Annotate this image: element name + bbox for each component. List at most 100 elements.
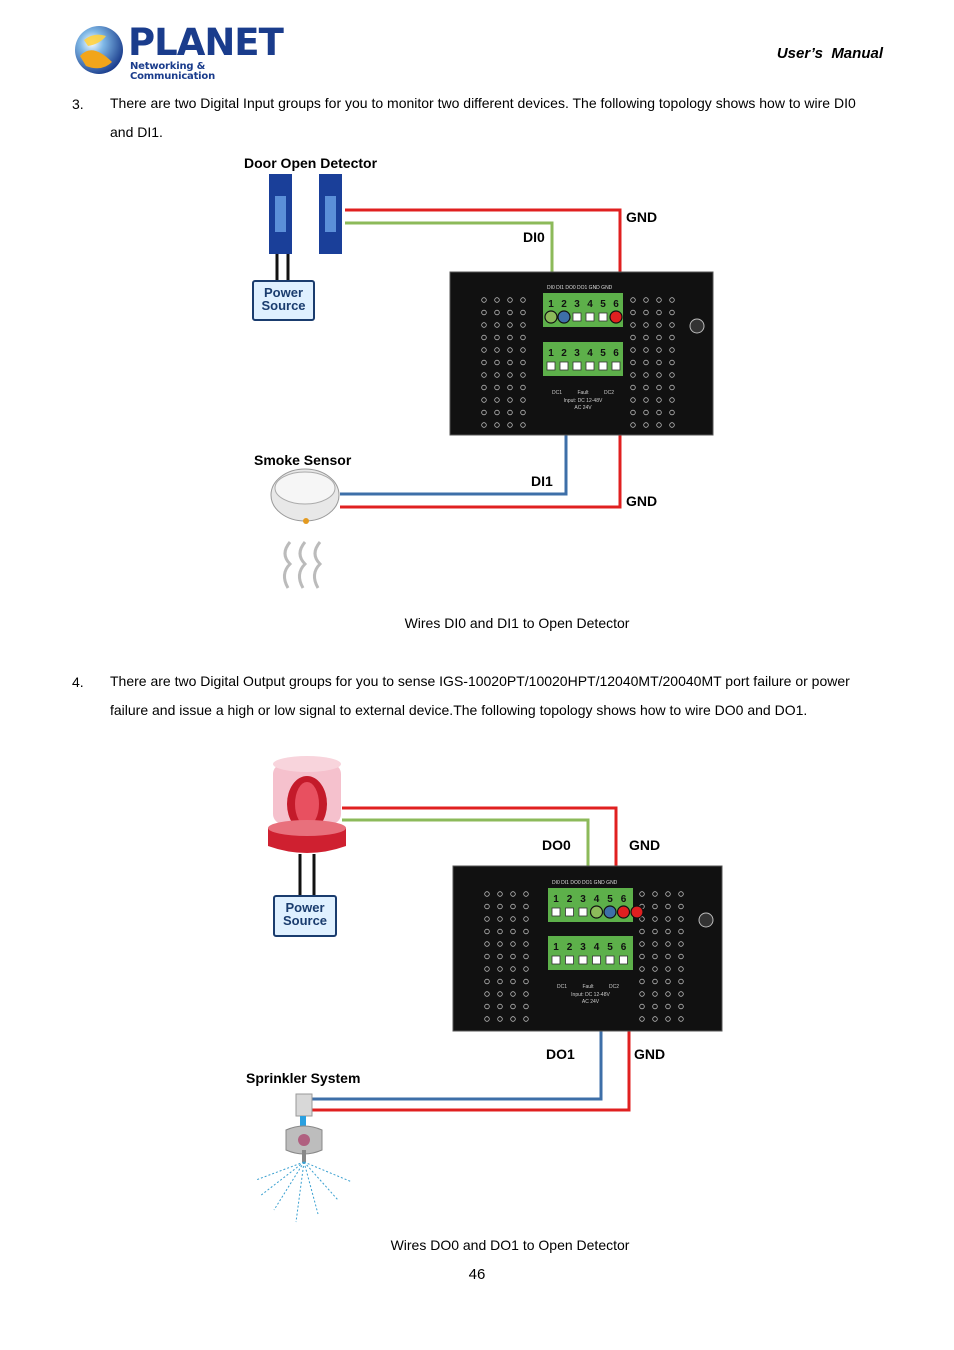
- pin-socket: [546, 361, 556, 371]
- vent-hole: [497, 928, 503, 935]
- vent-hole: [484, 1016, 490, 1022]
- vent-hole: [523, 941, 529, 947]
- vent-hole: [520, 347, 526, 353]
- pin-number: 1: [553, 894, 559, 905]
- vent-hole: [669, 397, 675, 403]
- vent-hole: [523, 928, 529, 935]
- vent-hole: [665, 903, 671, 910]
- item-text-line: failure and issue a high or low signal t…: [110, 702, 808, 718]
- wire-terminal-dot: [557, 310, 571, 324]
- vent-hole: [481, 359, 487, 366]
- vent-hole: [678, 1016, 684, 1022]
- brand-name: PLANET: [128, 21, 284, 64]
- vent-hole: [481, 422, 487, 428]
- wire-terminal-dot: [544, 310, 558, 324]
- vent-hole: [669, 359, 675, 366]
- item-text-line: There are two Digital Output groups for …: [110, 673, 850, 689]
- wire-terminal-dot: [603, 905, 617, 919]
- terminal-block: [543, 342, 623, 376]
- vent-hole: [484, 941, 490, 947]
- vent-hole: [669, 372, 675, 378]
- vent-hole: [639, 1003, 645, 1010]
- vent-hole: [652, 978, 658, 985]
- vent-hole: [665, 916, 671, 922]
- vent-hole: [497, 941, 503, 947]
- vent-hole: [494, 297, 500, 303]
- vent-hole: [494, 384, 500, 391]
- vent-hole: [665, 928, 671, 935]
- vent-hole: [678, 966, 684, 972]
- vent-hole: [652, 1016, 658, 1022]
- vent-hole: [497, 991, 503, 997]
- ac-rating-text: AC 24V: [582, 999, 600, 1005]
- power-label: Power: [263, 285, 303, 300]
- vent-hole: [510, 966, 516, 972]
- vent-hole: [507, 347, 513, 353]
- vent-hole: [520, 309, 526, 316]
- vent-hole: [520, 372, 526, 378]
- pin-socket: [605, 955, 615, 965]
- vent-hole: [481, 384, 487, 391]
- vent-hole: [523, 903, 529, 910]
- vent-hole: [523, 953, 529, 960]
- wire-label-di0: DI0: [523, 229, 545, 245]
- vent-hole: [497, 903, 503, 910]
- vent-hole: [507, 359, 513, 366]
- vent-hole: [656, 309, 662, 316]
- vent-hole: [481, 347, 487, 353]
- vent-hole: [656, 359, 662, 366]
- vent-hole: [656, 334, 662, 341]
- vent-hole: [494, 334, 500, 341]
- vent-hole: [678, 978, 684, 985]
- vent-hole: [507, 309, 513, 316]
- vent-hole: [520, 397, 526, 403]
- vent-hole: [656, 397, 662, 403]
- input-rating-text: Input: DC 12-48V: [571, 992, 610, 998]
- pin-socket: [578, 955, 588, 965]
- vent-hole: [523, 1016, 529, 1022]
- pin-number: 4: [587, 348, 593, 359]
- vent-hole: [481, 309, 487, 316]
- vent-hole: [497, 1003, 503, 1010]
- vent-hole: [510, 928, 516, 935]
- vent-hole: [643, 384, 649, 391]
- vent-hole: [643, 372, 649, 378]
- vent-hole: [497, 891, 503, 897]
- pin-number: 2: [567, 894, 573, 905]
- terminal-header-text: DI0 DI1 DO0 DO1 GND GND: [547, 285, 613, 291]
- vent-hole: [665, 891, 671, 897]
- vent-hole: [639, 928, 645, 935]
- smoke-sensor-icon: [270, 468, 340, 589]
- vent-hole: [678, 891, 684, 897]
- vent-hole: [507, 422, 513, 428]
- source-label: Source: [282, 913, 328, 928]
- vent-hole: [523, 966, 529, 972]
- pin-number: 4: [594, 942, 600, 953]
- pin-number: 4: [594, 894, 600, 905]
- pin-socket: [572, 361, 582, 371]
- screw-icon: [698, 912, 714, 928]
- vent-hole: [523, 1003, 529, 1010]
- pin-number: 2: [567, 942, 573, 953]
- vent-hole: [678, 991, 684, 997]
- item-text-line: There are two Digital Input groups for y…: [110, 95, 856, 111]
- pin-number: 3: [574, 348, 580, 359]
- vent-hole: [669, 422, 675, 428]
- terminal-footer-label: Fault: [582, 984, 594, 990]
- vent-hole: [510, 903, 516, 910]
- vent-hole: [484, 903, 490, 910]
- vent-hole: [656, 297, 662, 303]
- vent-hole: [507, 409, 513, 416]
- pin-socket: [565, 907, 574, 917]
- sprinkler-system-label: Sprinkler System: [246, 1070, 361, 1086]
- vent-hole: [494, 347, 500, 353]
- wire-terminal-dot: [616, 905, 631, 919]
- vent-hole: [656, 347, 662, 353]
- vent-hole: [656, 322, 662, 328]
- door-detector-icon: [269, 174, 342, 282]
- item-text-line: and DI1.: [110, 124, 163, 140]
- pin-number: 4: [587, 299, 593, 310]
- wire-label-do0: DO0: [542, 837, 571, 853]
